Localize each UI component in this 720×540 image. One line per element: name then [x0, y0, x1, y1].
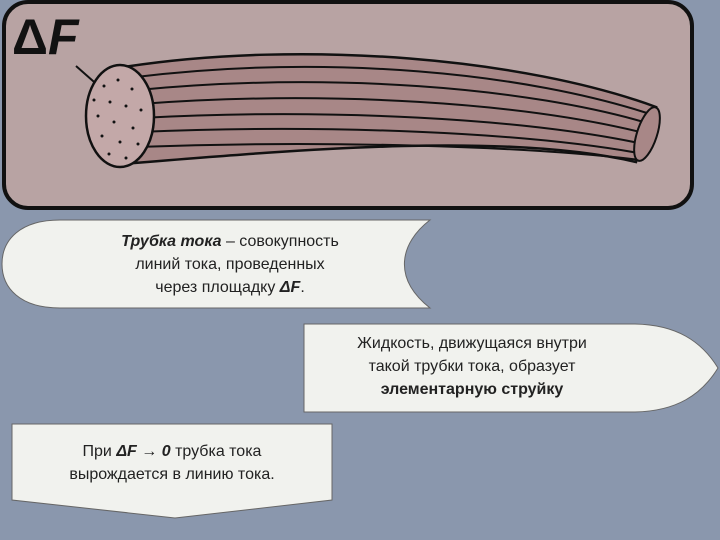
- term-elementary-stream: элементарную струйку: [380, 381, 564, 398]
- term-current-tube: Трубка тока: [121, 233, 222, 250]
- callout-line: такой трубки тока, образует: [368, 358, 576, 375]
- streamline: [135, 143, 641, 161]
- streamline: [135, 65, 657, 117]
- streamline: [139, 97, 653, 136]
- callout-line: При ΔF → 0 трубка тока: [82, 443, 262, 460]
- callout-line: через площадку ΔF.: [155, 279, 305, 296]
- delta-f-label: ΔF: [12, 12, 78, 62]
- limit-callout: При ΔF → 0 трубка тока вырождается в лин…: [10, 422, 334, 520]
- streamline: [137, 81, 655, 126]
- streamline: [139, 113, 649, 146]
- diagram-panel: ΔF: [2, 0, 694, 210]
- symbol-delta-f-limit: ΔF → 0: [116, 443, 171, 460]
- streamline: [137, 127, 645, 155]
- delta-symbol: Δ: [12, 9, 48, 65]
- current-tube-drawing: [75, 53, 661, 169]
- cross-section-dots: [92, 78, 143, 160]
- tube-end: [633, 106, 661, 162]
- callout-line: Жидкость, движущаяся внутри: [357, 335, 587, 352]
- callout-line: Трубка тока – совокупность: [121, 233, 339, 250]
- symbol-delta-f: ΔF: [279, 279, 301, 296]
- definition-callout: Трубка тока – совокупность линий тока, п…: [0, 218, 440, 310]
- streamlines: [135, 65, 657, 161]
- callout-line: линий тока, проведенных: [135, 256, 325, 273]
- cross-section-area: [84, 63, 156, 169]
- f-symbol: F: [47, 9, 79, 65]
- elementary-stream-callout: Жидкость, движущаяся внутри такой трубки…: [302, 322, 720, 414]
- callout-line: вырождается в линию тока.: [69, 466, 275, 483]
